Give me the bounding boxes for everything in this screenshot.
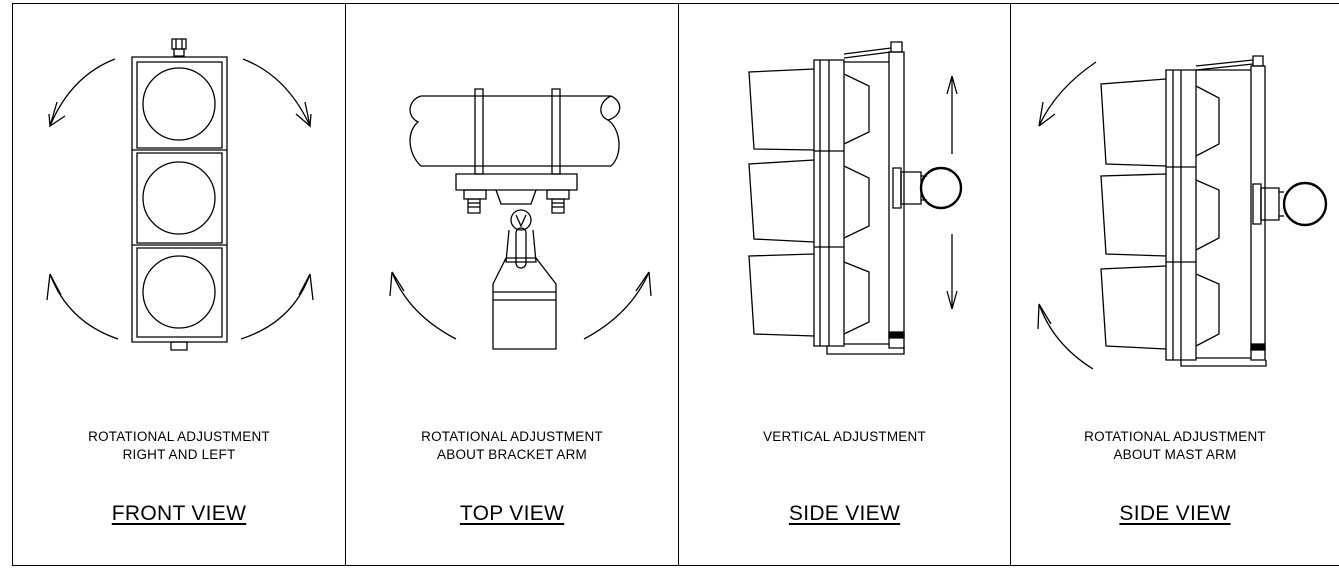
yellow-lens <box>143 162 215 234</box>
strap-bolts <box>475 89 560 174</box>
caption-line-1: ROTATIONAL ADJUSTMENT <box>1084 429 1266 444</box>
drawing-frame: ROTATIONAL ADJUSTMENT RIGHT AND LEFT FRO… <box>12 3 1339 566</box>
top-view-drawing <box>346 4 679 564</box>
red-lens <box>143 68 215 140</box>
bottom-fitting <box>171 342 187 350</box>
caption-line-2: RIGHT AND LEFT <box>122 447 236 462</box>
view-title-text: SIDE VIEW <box>1119 502 1231 525</box>
side-view-rotation-panel: ROTATIONAL ADJUSTMENT ABOUT MAST ARM SID… <box>1011 4 1339 565</box>
side-view-vertical-drawing <box>679 4 1011 564</box>
mounting-pole <box>844 42 904 348</box>
view-title-text: TOP VIEW <box>459 502 565 525</box>
caption-line-2: ABOUT MAST ARM <box>1113 447 1237 462</box>
side-view-vertical-title: SIDE VIEW <box>679 502 1010 526</box>
front-view-caption: ROTATIONAL ADJUSTMENT RIGHT AND LEFT <box>13 428 345 464</box>
clamp-bracket <box>1253 183 1326 225</box>
top-fitting <box>172 39 186 56</box>
signal-head-top <box>493 258 556 349</box>
clamp-nuts <box>464 190 569 213</box>
lower-section <box>137 248 222 337</box>
signal-housing <box>132 57 227 342</box>
mounting-pole <box>1196 56 1265 360</box>
side-view-vertical-panel: VERTICAL ADJUSTMENT SIDE VIEW <box>679 4 1011 565</box>
caption-line-1: ROTATIONAL ADJUSTMENT <box>88 429 270 444</box>
side-view-rotation-title: SIDE VIEW <box>1011 502 1339 526</box>
front-view-drawing <box>13 4 346 564</box>
view-title-text: FRONT VIEW <box>111 502 247 525</box>
swivel-joint <box>506 210 536 268</box>
side-view-rotation-drawing <box>1011 4 1339 564</box>
clamp-bracket <box>893 168 961 208</box>
signal-visors <box>1101 79 1166 349</box>
front-view-title: FRONT VIEW <box>13 502 345 526</box>
green-lens <box>143 256 215 328</box>
caption-line-1: ROTATIONAL ADJUSTMENT <box>421 429 603 444</box>
side-view-vertical-caption: VERTICAL ADJUSTMENT <box>679 428 1010 446</box>
rotation-arrows <box>47 59 313 339</box>
top-view-title: TOP VIEW <box>346 502 678 526</box>
caption-line-2: ABOUT BRACKET ARM <box>437 447 587 462</box>
mast-arm-pipe <box>410 96 620 166</box>
upper-section <box>137 62 222 148</box>
front-view-panel: ROTATIONAL ADJUSTMENT RIGHT AND LEFT FRO… <box>13 4 346 565</box>
clamp-plate <box>456 174 577 190</box>
side-view-rotation-caption: ROTATIONAL ADJUSTMENT ABOUT MAST ARM <box>1011 428 1339 464</box>
signal-visors <box>749 69 814 336</box>
view-title-text: SIDE VIEW <box>788 502 901 525</box>
vertical-arrows <box>947 76 957 309</box>
rotation-arrows <box>1038 62 1096 369</box>
signal-housing <box>1166 70 1266 366</box>
top-view-caption: ROTATIONAL ADJUSTMENT ABOUT BRACKET ARM <box>346 428 678 464</box>
top-view-panel: ROTATIONAL ADJUSTMENT ABOUT BRACKET ARM … <box>346 4 679 565</box>
middle-section <box>137 153 222 243</box>
rotation-arrows <box>390 272 651 339</box>
signal-housing <box>814 60 904 354</box>
caption-line-1: VERTICAL ADJUSTMENT <box>763 429 926 444</box>
